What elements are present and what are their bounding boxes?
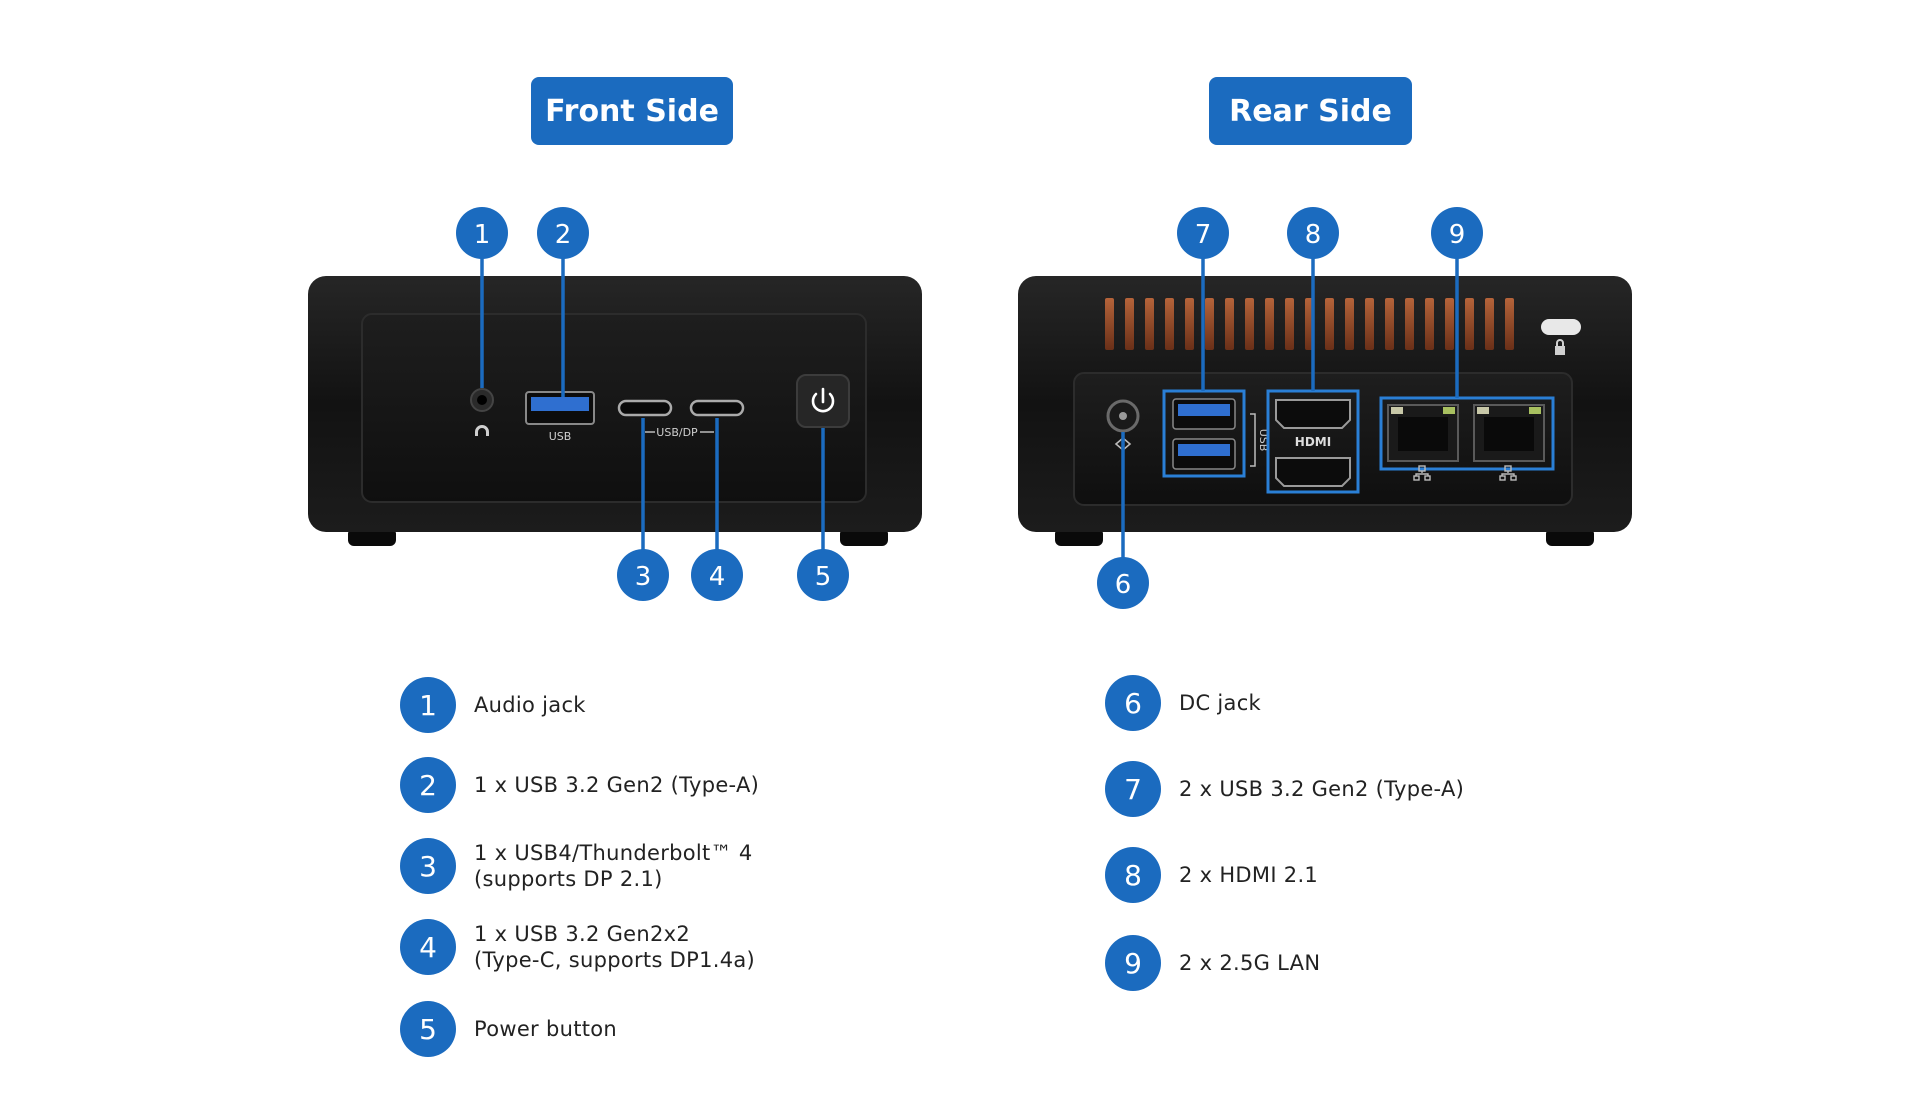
hdmi-label: HDMI xyxy=(1295,435,1331,449)
lock-slot xyxy=(1541,319,1581,355)
rear-foot-left xyxy=(1055,528,1103,546)
svg-text:7: 7 xyxy=(1195,220,1212,250)
vent-slat xyxy=(1485,298,1494,350)
front-device: USB USB/DP xyxy=(308,258,922,552)
legend-text: 1 x USB 3.2 Gen2 (Type-A) xyxy=(474,773,760,797)
front-side-title: Front Side xyxy=(531,77,733,145)
svg-text:1: 1 xyxy=(474,220,491,250)
svg-text:9: 9 xyxy=(1449,220,1466,250)
legend-text: 1 x USB4/Thunderbolt™ 4 (supports DP 2.1… xyxy=(474,841,753,891)
legend-badge: 8 xyxy=(1105,847,1161,903)
svg-text:4: 4 xyxy=(709,562,726,592)
callout-9: 9 xyxy=(1431,207,1483,259)
front-leader-lines xyxy=(480,258,825,552)
vent-slat xyxy=(1445,298,1454,350)
legend-badge: 5 xyxy=(400,1001,456,1057)
power-icon xyxy=(811,392,835,413)
callout-6: 6 xyxy=(1097,557,1149,609)
vent-slat xyxy=(1285,298,1294,350)
callout-8: 8 xyxy=(1287,207,1339,259)
vent-slat xyxy=(1245,298,1254,350)
legend-badge: 7 xyxy=(1105,761,1161,817)
callout-4: 4 xyxy=(691,549,743,601)
legend-badge: 2 xyxy=(400,757,456,813)
power-button xyxy=(796,374,850,428)
front-usb-c-ports: USB/DP xyxy=(617,399,745,439)
front-panel xyxy=(361,313,867,503)
usb-a-label: USB xyxy=(549,430,572,443)
rear-usb-ports: USB xyxy=(1162,389,1270,478)
callout-7: 7 xyxy=(1177,207,1229,259)
vent-slat xyxy=(1465,298,1474,350)
rear-foot-right xyxy=(1546,528,1594,546)
usb-dp-label: USB/DP xyxy=(656,426,698,439)
front-foot-left xyxy=(348,528,396,546)
vent-slat xyxy=(1345,298,1354,350)
vent-slat xyxy=(1365,298,1374,350)
svg-text:5: 5 xyxy=(815,562,832,592)
legend-badge: 4 xyxy=(400,919,456,975)
vent-slat xyxy=(1165,298,1174,350)
callout-5: 5 xyxy=(797,549,849,601)
front-foot-right xyxy=(840,528,888,546)
front-usb-a-port: USB xyxy=(525,391,595,443)
lock-icon xyxy=(1555,346,1565,355)
vent-slat xyxy=(1425,298,1434,350)
dc-polarity-icon xyxy=(1114,436,1132,452)
legend-badge: 9 xyxy=(1105,935,1161,991)
svg-text:2: 2 xyxy=(555,220,572,250)
legend-badge: 3 xyxy=(400,838,456,894)
svg-text:8: 8 xyxy=(1305,220,1322,250)
vent-slat xyxy=(1185,298,1194,350)
vent-slat xyxy=(1205,298,1214,350)
vent-slat xyxy=(1105,298,1114,350)
legend-text: 2 x HDMI 2.1 xyxy=(1179,863,1319,887)
dc-jack xyxy=(1106,399,1140,452)
audio-jack xyxy=(470,388,494,436)
callout-2: 2 xyxy=(537,207,589,259)
svg-text:6: 6 xyxy=(1115,570,1132,600)
svg-text:3: 3 xyxy=(635,562,652,592)
rear-device: USB HDMI xyxy=(1018,258,1632,560)
rear-vents xyxy=(1105,298,1514,350)
network-icon xyxy=(1413,465,1517,481)
vent-slat xyxy=(1125,298,1134,350)
vent-slat xyxy=(1265,298,1274,350)
vent-slat xyxy=(1325,298,1334,350)
vent-slat xyxy=(1405,298,1414,350)
legend-text: 2 x 2.5G LAN xyxy=(1179,951,1321,975)
callout-1: 1 xyxy=(456,207,508,259)
legend-text: DC jack xyxy=(1179,691,1262,715)
rear-leader-lines xyxy=(1121,258,1459,560)
legend-badge: 1 xyxy=(400,677,456,733)
lan-ports xyxy=(1379,396,1555,481)
callout-3: 3 xyxy=(617,549,669,601)
headphone-icon xyxy=(475,425,489,436)
legend-badge: 6 xyxy=(1105,675,1161,731)
legend-text: Power button xyxy=(474,1017,618,1041)
vent-slat xyxy=(1145,298,1154,350)
vent-slat xyxy=(1505,298,1514,350)
vent-slat xyxy=(1385,298,1394,350)
legend-text: Audio jack xyxy=(474,693,586,717)
rear-side-title: Rear Side xyxy=(1209,77,1412,145)
legend-text: 2 x USB 3.2 Gen2 (Type-A) xyxy=(1179,777,1465,801)
legend-text: 1 x USB 3.2 Gen2x2 (Type-C, supports DP1… xyxy=(474,922,756,972)
vent-slat xyxy=(1225,298,1234,350)
hdmi-ports: HDMI xyxy=(1266,389,1360,494)
